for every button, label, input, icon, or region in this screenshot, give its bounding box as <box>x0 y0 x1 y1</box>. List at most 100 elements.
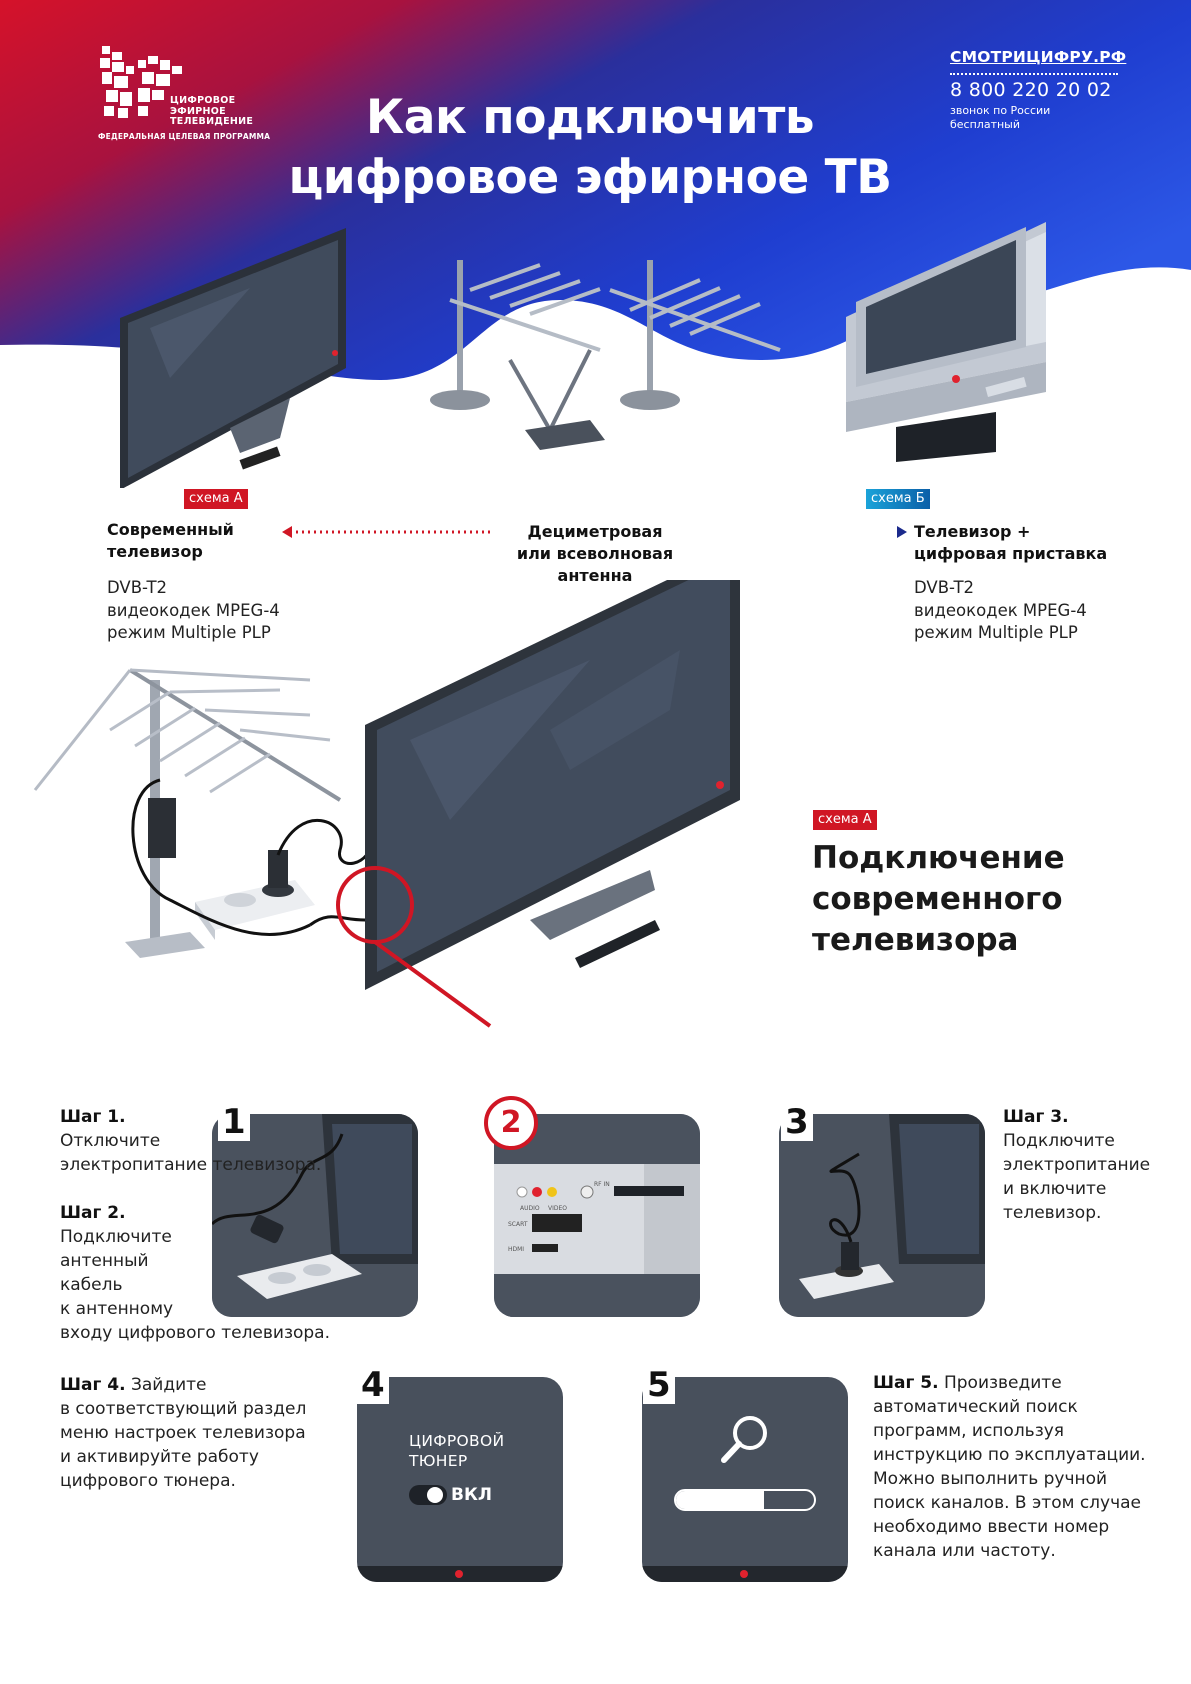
step3-label: Шаг 3. <box>1003 1107 1069 1127</box>
yagi-antenna-icon <box>33 668 342 958</box>
spec-line: режим Multiple PLP <box>914 623 1078 642</box>
arrow-right-icon <box>694 526 907 538</box>
step2-label: Шаг 2. <box>60 1203 126 1223</box>
logo-line: ЭФИРНОЕ <box>170 105 226 117</box>
step5-number: 5 <box>643 1366 675 1404</box>
butterfly-logo-icon <box>100 46 182 118</box>
search-progress-fill <box>676 1491 765 1509</box>
dotted-divider <box>950 73 1118 75</box>
spec-line: DVB-T2 <box>914 578 975 597</box>
step2-line: антенный <box>60 1251 149 1271</box>
connection-heading-line: современного <box>812 881 1063 917</box>
step4-line: и активируйте работу <box>60 1447 259 1467</box>
phone-note-line: бесплатный <box>950 118 1020 131</box>
scheme-a-specs: DVB-T2 видеокодек MPEG-4 режим Multiple … <box>107 577 280 645</box>
step3-line: телевизор. <box>1003 1203 1102 1223</box>
step5-line: поиск каналов. В этом случае <box>873 1493 1142 1513</box>
scheme-a-tag: схема А <box>184 489 248 509</box>
toggle-label: ВКЛ <box>451 1485 492 1505</box>
antenna-title-line: антенна <box>557 566 633 585</box>
spec-line: видеокодек MPEG-4 <box>914 600 1087 620</box>
tuner-toggle[interactable] <box>409 1485 447 1505</box>
step2-line: кабель <box>60 1275 123 1295</box>
arrow-left-icon <box>282 526 494 538</box>
scheme-a-title-line: телевизор <box>107 542 203 561</box>
logo-wordmark: ЦИФРОВОЕ ЭФИРНОЕ ТЕЛЕВИДЕНИЕ <box>170 95 254 128</box>
step5-card <box>642 1377 848 1582</box>
connection-heading: Подключение современного телевизора <box>812 838 1065 961</box>
step4-line: Зайдите <box>125 1375 207 1395</box>
step1-label: Шаг 1. <box>60 1107 126 1127</box>
step3-line: Подключите <box>1003 1131 1115 1151</box>
step2-line: входу цифрового телевизора. <box>60 1323 331 1343</box>
step2-number: 2 <box>484 1096 538 1150</box>
step2-line: Подключите <box>60 1227 172 1247</box>
step3-line: и включите <box>1003 1179 1107 1199</box>
search-icon <box>721 1416 767 1463</box>
phone-note: звонок по России бесплатный <box>950 104 1150 132</box>
step5-line: автоматический поиск <box>873 1397 1078 1417</box>
spec-line: DVB-T2 <box>107 578 168 597</box>
step1-card <box>212 1114 418 1317</box>
step5-line: инструкцию по эксплуатации. <box>873 1445 1146 1465</box>
hdmi-label: HDMI <box>508 1246 524 1253</box>
old-tv-with-settop-box-illustration <box>846 222 1046 462</box>
antenna-title-line: Дециметровая <box>527 522 663 541</box>
video-label: VIDEO <box>548 1205 567 1212</box>
step1-line: Отключите <box>60 1131 161 1151</box>
logo-line: ТЕЛЕВИДЕНИЕ <box>170 116 254 127</box>
step2-text: Шаг 2. Подключите антенный кабель к анте… <box>60 1201 330 1345</box>
step5-line: Произведите <box>938 1373 1062 1393</box>
scart-label: SCART <box>508 1221 528 1228</box>
antenna-title: Дециметровая или всеволновая антенна <box>495 521 695 587</box>
audio-label: AUDIO <box>520 1205 540 1212</box>
step4-line: в соответствующий раздел <box>60 1399 307 1419</box>
step3-number: 3 <box>781 1103 813 1141</box>
tuner-label-line: ТЮНЕР <box>409 1452 468 1470</box>
plug-in-illustration <box>779 1114 985 1317</box>
logo-line: ЦИФРОВОЕ <box>170 95 236 106</box>
scheme-b-title-line: цифровая приставка <box>914 544 1108 563</box>
scheme-b-title: Телевизор + цифровая приставка <box>914 521 1107 565</box>
step4-line: меню настроек телевизора <box>60 1423 306 1443</box>
step5-line: необходимо ввести номер <box>873 1517 1110 1537</box>
tuner-label: ЦИФРОВОЙ ТЮНЕР <box>409 1431 504 1471</box>
website-link[interactable]: СМОТРИЦИФРУ.РФ <box>950 48 1127 66</box>
phone-number[interactable]: 8 800 220 20 02 <box>950 79 1112 101</box>
step4-line: цифрового тюнера. <box>60 1471 236 1491</box>
power-led <box>740 1570 748 1578</box>
step3-text: Шаг 3. Подключите электропитание и включ… <box>1003 1105 1150 1225</box>
phone-note-line: звонок по России <box>950 104 1051 117</box>
rf-label: RF IN <box>594 1181 610 1188</box>
step1-number: 1 <box>218 1103 250 1141</box>
power-led <box>455 1570 463 1578</box>
logo-subtitle: ФЕДЕРАЛЬНАЯ ЦЕЛЕВАЯ ПРОГРАММА <box>98 132 271 141</box>
connection-heading-line: Подключение <box>812 840 1065 876</box>
scheme-b-title-line: Телевизор + <box>914 522 1031 541</box>
step4-number: 4 <box>357 1366 389 1404</box>
connection-heading-line: телевизора <box>812 922 1019 958</box>
logo: ЦИФРОВОЕ ЭФИРНОЕ ТЕЛЕВИДЕНИЕ ФЕДЕРАЛЬНАЯ… <box>98 46 271 146</box>
antenna-title-line: или всеволновая <box>516 544 674 563</box>
step1-text: Шаг 1. Отключите электропитание телевизо… <box>60 1105 321 1177</box>
step5-text: Шаг 5. Произведите автоматический поиск … <box>873 1371 1146 1563</box>
step1-line: электропитание телевизора. <box>60 1155 322 1175</box>
tuner-label-line: ЦИФРОВОЙ <box>409 1432 505 1450</box>
page-title: Как подключить цифровое эфирное ТВ <box>280 88 900 208</box>
step5-line: программ, используя <box>873 1421 1065 1441</box>
antennas-illustration <box>430 260 781 450</box>
connector-panel-illustration: AUDIO VIDEO RF IN SCART HDMI <box>494 1114 700 1317</box>
unplug-illustration <box>212 1114 418 1317</box>
title-line: цифровое эфирное ТВ <box>288 150 892 205</box>
step5-line: Можно выполнить ручной <box>873 1469 1108 1489</box>
step4-card: ЦИФРОВОЙ ТЮНЕР ВКЛ <box>357 1377 563 1582</box>
step2-line: к антенному <box>60 1299 174 1319</box>
scheme-b-specs: DVB-T2 видеокодек MPEG-4 режим Multiple … <box>914 577 1087 645</box>
connection-tag: схема А <box>813 810 877 830</box>
modern-tv-illustration <box>120 228 346 488</box>
contact-block: СМОТРИЦИФРУ.РФ 8 800 220 20 02 звонок по… <box>950 48 1150 132</box>
step2-card: AUDIO VIDEO RF IN SCART HDMI <box>494 1114 700 1317</box>
scheme-a-title: Современный телевизор <box>107 519 234 563</box>
step3-line: электропитание <box>1003 1155 1151 1175</box>
step4-text: Шаг 4. Зайдите в соответствующий раздел … <box>60 1373 306 1493</box>
